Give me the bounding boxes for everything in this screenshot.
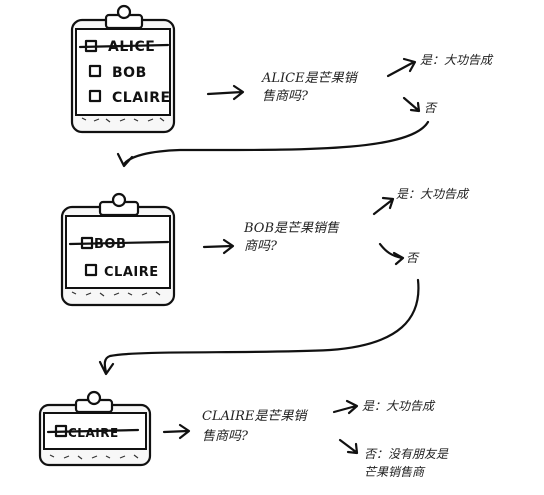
checklist-name: ALICE (108, 39, 155, 55)
strikethrough-line (68, 240, 170, 246)
checklist-item: CLAIRE (46, 424, 140, 440)
clipboard-2: BOB CLAIRE (60, 192, 176, 307)
clipboard-clip-ring (86, 390, 102, 406)
checklist-item: BOB (68, 236, 170, 252)
question-line: CLAIRE是芒果销 (202, 409, 308, 424)
checkbox (88, 64, 102, 78)
no-answer: 否 (424, 101, 438, 115)
arrow-right (202, 238, 235, 255)
strikethrough-line (78, 43, 170, 49)
step-1: ALICE BOB CLAIRE ALICE是芒果销 售商吗? 是：大功告成 否 (70, 4, 494, 168)
connector-arrow (98, 278, 420, 376)
clipboard-clip-ring (116, 4, 132, 20)
connector-arrow (116, 120, 430, 168)
clipboard-3: CLAIRE (38, 390, 152, 467)
checklist-name: CLAIRE (112, 90, 171, 106)
arrow-right (206, 84, 245, 101)
no-answer: 芒果销售商 (364, 465, 426, 479)
strikethrough-line (46, 428, 140, 434)
arrow-up-right (386, 57, 417, 78)
checklist-name: CLAIRE (104, 265, 159, 280)
arrow-up-right (372, 196, 395, 216)
checkbox (88, 89, 102, 103)
arrow-down-right (402, 96, 421, 113)
arrow-up-right (332, 399, 359, 415)
step-2: BOB CLAIRE BOB是芒果销售 商吗? 是：大功告成 否 (60, 187, 470, 376)
yes-answer: 是：大功告成 (396, 187, 470, 201)
checklist-item: BOB (88, 64, 147, 81)
step-3: CLAIRE CLAIRE是芒果销 售商吗? 是：大功告成 否：没有朋友是 芒果… (38, 390, 449, 479)
yes-answer: 是：大功告成 (420, 53, 494, 67)
checklist-item: ALICE (78, 39, 170, 55)
checkbox (84, 263, 98, 277)
checklist-name: BOB (94, 237, 126, 252)
arrow-down-right (378, 242, 405, 266)
checklist-name: CLAIRE (68, 426, 119, 440)
clipboard-1: ALICE BOB CLAIRE (70, 4, 176, 134)
clipboard-texture (71, 291, 161, 297)
yes-answer: 是：大功告成 (362, 399, 436, 413)
question-line: 商吗? (244, 239, 278, 254)
no-answer: 否：没有朋友是 (364, 447, 449, 461)
no-answer: 否 (406, 251, 420, 265)
question-line: 售商吗? (202, 429, 249, 444)
question-line: 售商吗? (262, 89, 309, 104)
clipboard-texture (81, 117, 165, 123)
question-line: BOB是芒果销售 (243, 221, 340, 236)
clipboard-texture (49, 454, 139, 460)
checklist-item: CLAIRE (84, 263, 159, 280)
checklist-item: CLAIRE (88, 89, 171, 106)
arrow-down-right (338, 438, 359, 455)
question-line: ALICE是芒果销 (261, 71, 359, 86)
clipboard-clip-ring (111, 192, 127, 208)
checklist-name: BOB (112, 65, 147, 81)
arrow-right (162, 423, 191, 440)
clipboard-paper (65, 215, 171, 289)
